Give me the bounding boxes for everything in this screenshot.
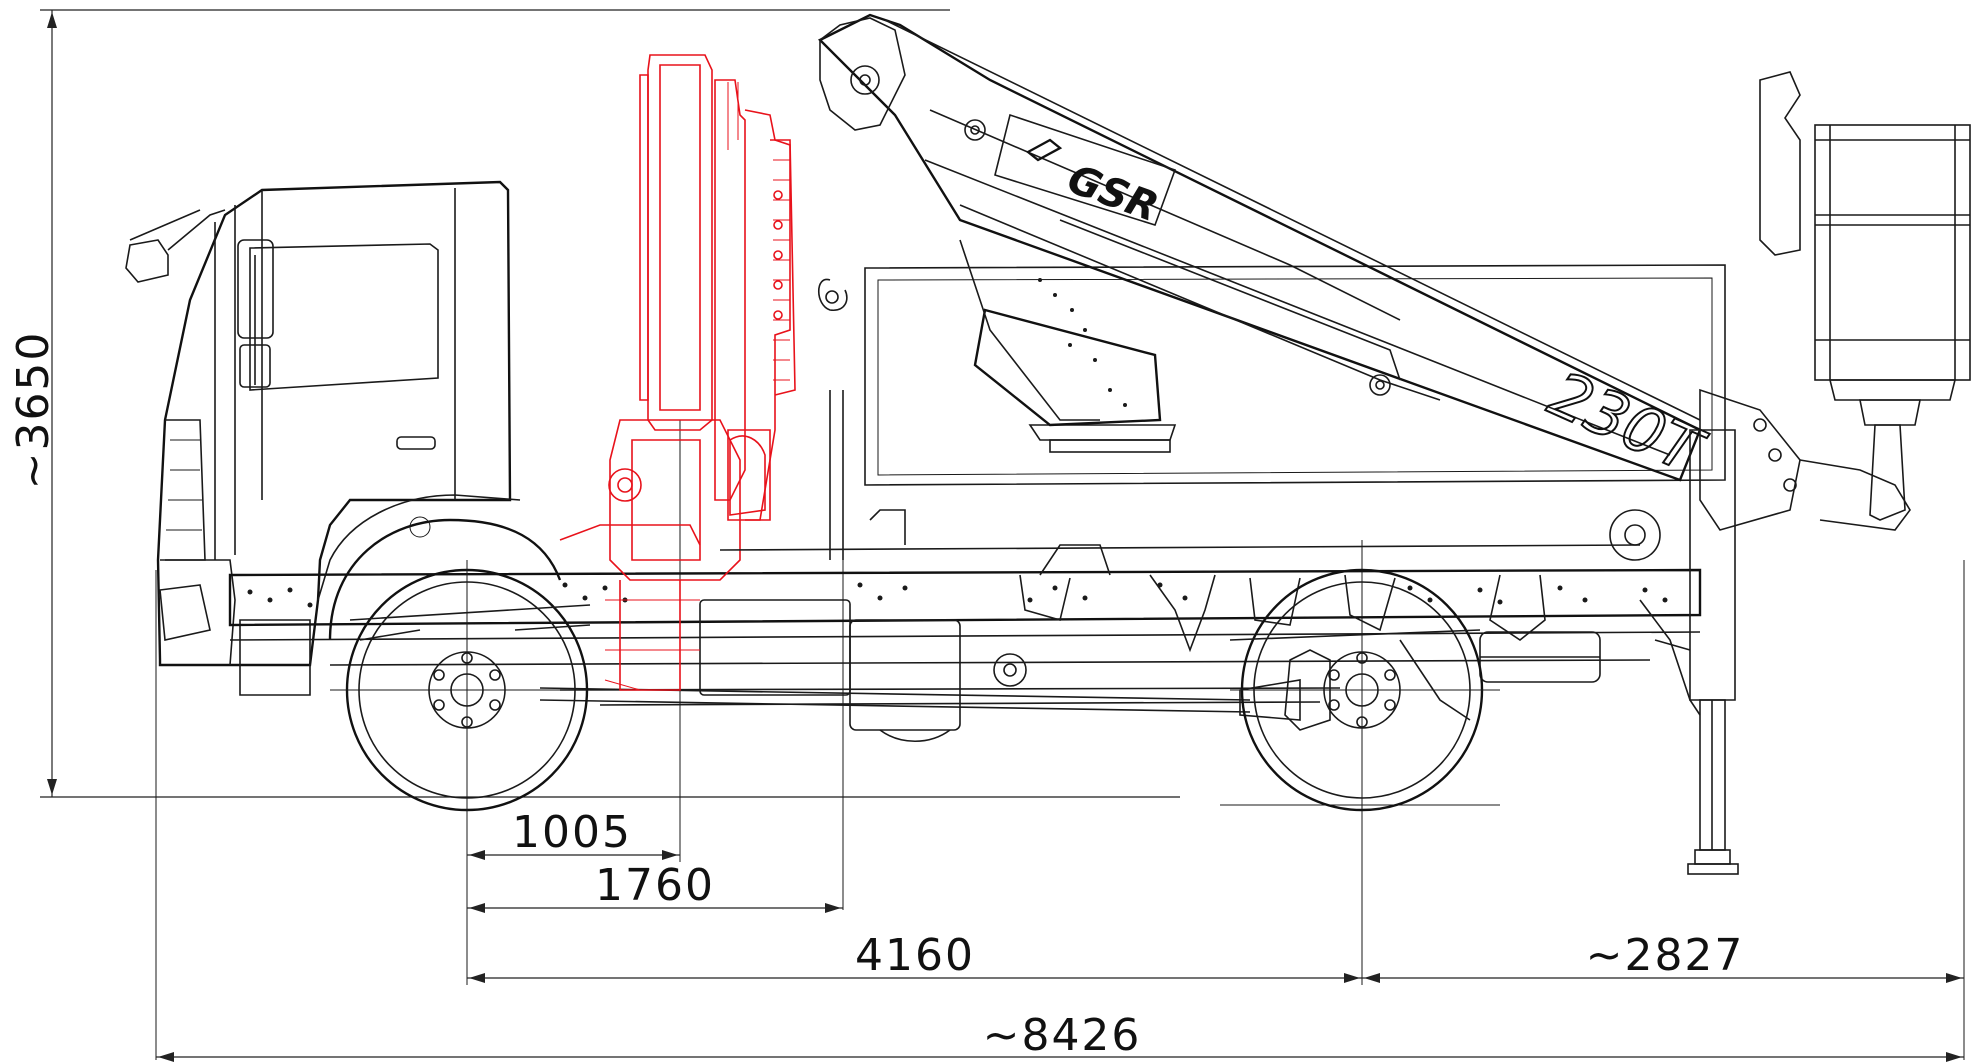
rear-wheel <box>1229 568 1500 812</box>
wheelbase-label: 4160 <box>855 930 975 981</box>
ground-lines <box>330 796 1500 806</box>
front-wheel <box>330 560 600 820</box>
crane-offset-label: 1005 <box>512 807 632 858</box>
body-offset-label: 1760 <box>595 860 715 911</box>
rear-overhang-label: ~2827 <box>1586 930 1745 981</box>
chassis-frame <box>228 544 1702 706</box>
loader-crane-red <box>559 54 796 691</box>
cargo-body-outline <box>719 264 1726 561</box>
model-label: 230T <box>1539 357 1715 489</box>
overall-height-label: ~3650 <box>8 331 59 490</box>
dimension-lines <box>40 9 1965 1062</box>
aerial-boom: GSR 230T <box>817 13 1911 531</box>
tower-rivets <box>1038 278 1127 407</box>
truck-cab <box>125 180 562 696</box>
frame-rivets <box>247 582 1668 608</box>
rear-outrigger <box>1639 429 1739 875</box>
work-basket <box>1759 71 1971 521</box>
overall-length-label: ~8426 <box>983 1010 1142 1061</box>
